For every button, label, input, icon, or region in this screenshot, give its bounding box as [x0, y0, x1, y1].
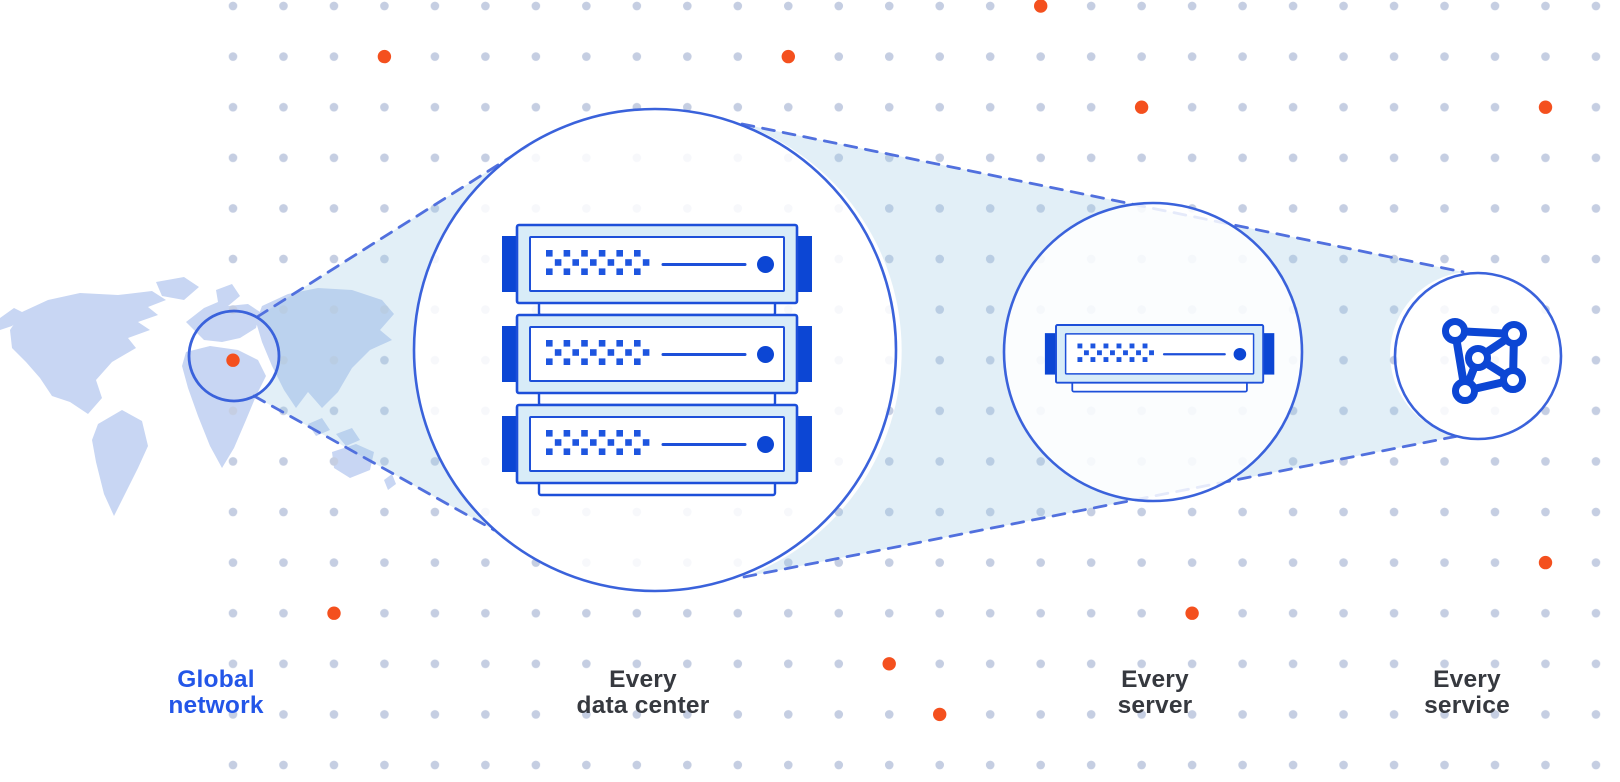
highlight-dot — [226, 353, 240, 367]
highlight-dots — [226, 0, 1553, 722]
connection-beam — [254, 146, 528, 530]
server-unit — [502, 313, 812, 407]
highlight-dot — [377, 49, 392, 64]
dashed-connector-line — [740, 122, 1465, 274]
highlight-dot — [1034, 0, 1048, 13]
highlight-dot — [1134, 100, 1149, 114]
server-unit — [502, 223, 812, 317]
label-every-service: Every service — [1347, 667, 1587, 719]
label-line: service — [1424, 692, 1510, 719]
label-line: Every — [609, 666, 677, 693]
label-every-data-center: Every data center — [523, 667, 763, 719]
mesh-node-center — [1465, 345, 1491, 371]
highlight-dot — [327, 606, 341, 620]
label-line: data center — [576, 692, 710, 719]
label-global-network: Global network — [96, 667, 336, 719]
dashed-connector-line — [255, 144, 530, 319]
highlight-dot — [1185, 606, 1199, 620]
mesh-node — [1500, 367, 1526, 393]
label-line: server — [1117, 692, 1193, 719]
label-line: Global — [177, 666, 255, 693]
server-unit — [502, 403, 812, 497]
mesh-node — [1501, 321, 1527, 347]
highlight-dot — [1538, 100, 1553, 114]
mesh-node — [1442, 318, 1468, 344]
label-line: network — [168, 692, 264, 719]
highlight-dot — [781, 49, 795, 64]
mesh-node — [1452, 378, 1478, 404]
dashed-connector-line — [252, 394, 496, 532]
label-line: Every — [1121, 666, 1189, 693]
dashed-connector-line — [742, 434, 1460, 579]
server-unit — [1044, 324, 1275, 393]
highlight-dot — [933, 707, 947, 722]
server-rack-icon — [502, 223, 812, 497]
global-network-circle — [187, 309, 281, 403]
network-mesh-icon — [1442, 318, 1527, 404]
server-unit-icon — [1044, 324, 1275, 393]
label-every-server: Every server — [1035, 667, 1275, 719]
highlight-dot — [1538, 555, 1553, 570]
dashed-connector-lines — [252, 122, 1465, 579]
highlight-dot — [882, 657, 896, 671]
label-line: Every — [1433, 666, 1501, 693]
